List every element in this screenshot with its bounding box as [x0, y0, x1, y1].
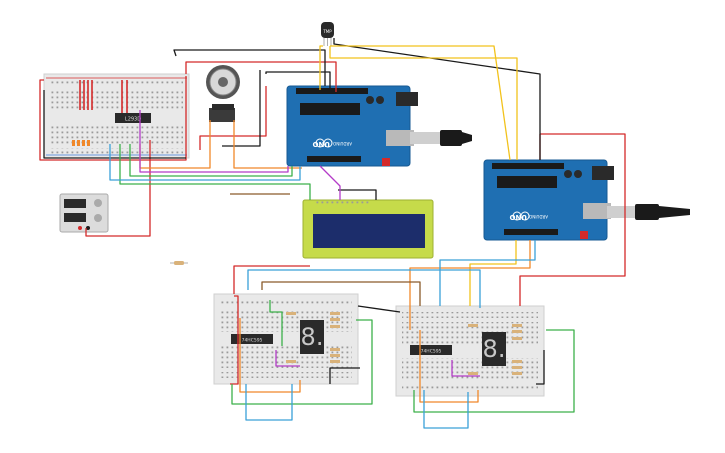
temperature-sensor[interactable]: TMP: [321, 22, 334, 46]
resistors-left: [286, 312, 340, 363]
svg-text:TMP: TMP: [322, 29, 332, 34]
orange-pins: [72, 140, 90, 146]
arduino-uno-b[interactable]: UNO ARDUINO: [483, 159, 614, 241]
shift-register-right[interactable]: [410, 345, 452, 355]
shift-register-left[interactable]: [231, 334, 273, 344]
red-jumpers: [79, 80, 128, 113]
power-supply[interactable]: [59, 193, 109, 233]
usb-cable-a: [410, 130, 472, 146]
seven-segment-right[interactable]: [482, 332, 506, 366]
lcd-display[interactable]: [302, 199, 434, 259]
breadboard-right[interactable]: 74HC595 8.: [395, 305, 545, 397]
potentiometer[interactable]: [206, 65, 240, 122]
breadboard-left[interactable]: 74HC595 8.: [213, 293, 359, 385]
l293d-chip-label: L293D: [125, 117, 141, 123]
svg-text:74HC595: 74HC595: [242, 338, 263, 344]
usb-cable-b: [607, 204, 690, 220]
breadboard-main[interactable]: L293D: [43, 73, 190, 159]
resistors-right: [468, 324, 522, 375]
svg-text:8.: 8.: [483, 335, 506, 363]
svg-text:UNO: UNO: [509, 213, 527, 221]
svg-text:UNO: UNO: [312, 140, 330, 148]
svg-text:74HC595: 74HC595: [421, 349, 442, 355]
svg-text:8.: 8.: [301, 323, 324, 351]
l293d-chip[interactable]: [115, 113, 151, 123]
seven-segment-left[interactable]: [300, 320, 324, 354]
svg-text:ARDUINO: ARDUINO: [529, 214, 548, 219]
arduino-uno-a[interactable]: UNO ARDUINO: [286, 85, 418, 167]
resistor-loose[interactable]: [170, 261, 188, 265]
svg-text:ARDUINO: ARDUINO: [333, 141, 352, 146]
wires: [39, 38, 626, 429]
